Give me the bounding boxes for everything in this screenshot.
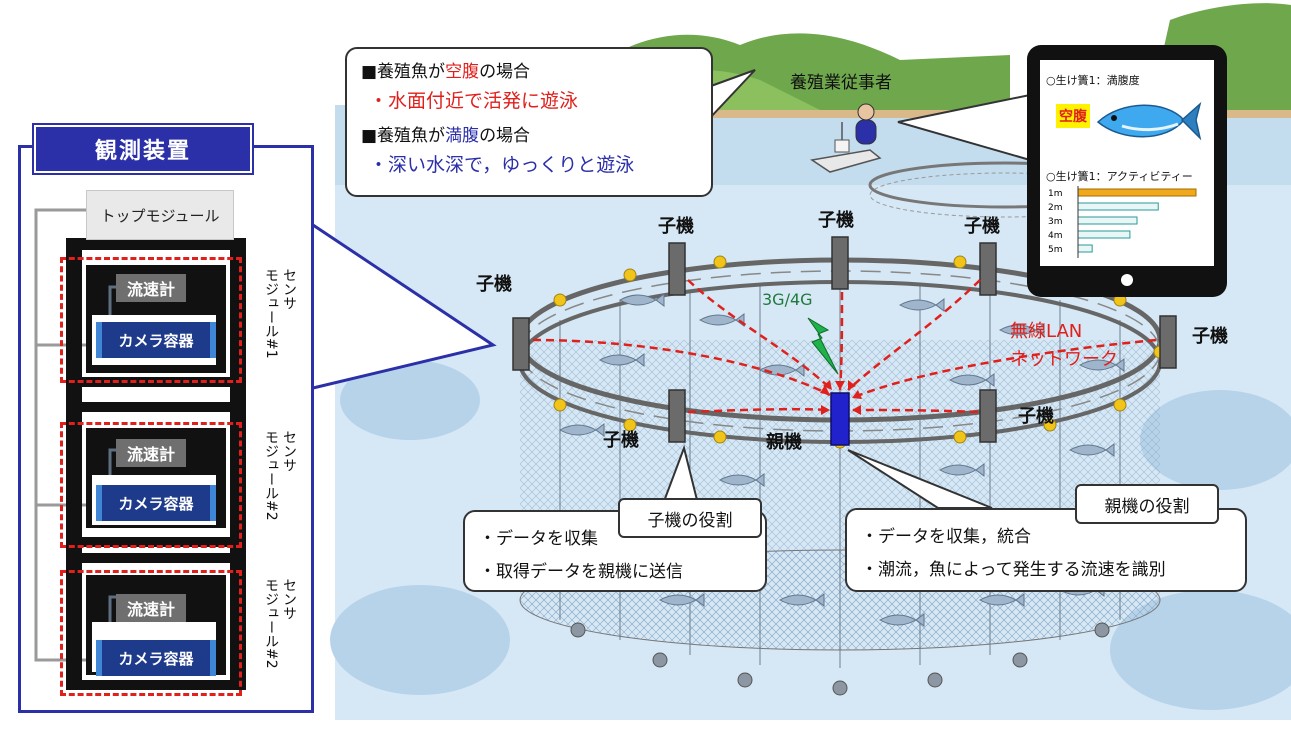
parent-role-bubble: ・データを収集，統合 ・潮流，魚によって発生する流速を識別 bbox=[845, 508, 1247, 592]
hungry-heading: ■養殖魚が空腹の場合 bbox=[361, 62, 531, 82]
activity-bar bbox=[1077, 244, 1093, 253]
child-node-label: 子機 bbox=[818, 210, 854, 231]
activity-bar bbox=[1077, 230, 1131, 239]
sensor-module-label: センサモジュール#1 bbox=[263, 268, 297, 359]
cellular-label: 3G/4G bbox=[762, 290, 813, 309]
depth-label: 1m bbox=[1048, 189, 1063, 199]
activity-bar bbox=[1077, 216, 1138, 225]
fish-icon bbox=[1096, 101, 1202, 141]
flow-meter-label: 流速計 bbox=[116, 274, 186, 302]
child-role-bubble: ・データを収集 ・取得データを親機に送信 bbox=[463, 510, 767, 592]
parent-node-label: 親機 bbox=[766, 432, 802, 453]
child-node-label: 子機 bbox=[1018, 406, 1054, 427]
camera-container-label: カメラ容器 bbox=[96, 322, 216, 358]
child-node-label: 子機 bbox=[1192, 326, 1228, 347]
worker-label: 養殖業従事者 bbox=[790, 73, 892, 93]
hungry-behavior: ・水面付近で活発に遊泳 bbox=[369, 90, 579, 112]
activity-chart: 1m 2m 3m 4m 5m bbox=[1048, 186, 1197, 258]
tablet-title-activity: ○生け簀1：アクティビティー bbox=[1046, 170, 1193, 183]
lightning-icon bbox=[807, 317, 839, 375]
panel-title: 観測装置 bbox=[34, 125, 252, 173]
tablet-title-satiety: ○生け簀1：満腹度 bbox=[1046, 74, 1140, 87]
parent-role-item: ・潮流，魚によって発生する流速を識別 bbox=[861, 560, 1166, 580]
depth-label: 3m bbox=[1048, 217, 1063, 227]
sensor-module-2 bbox=[60, 422, 242, 548]
wireless-lan-label: 無線LAN ネットワーク bbox=[1010, 321, 1118, 370]
child-role-item: ・取得データを親機に送信 bbox=[479, 562, 683, 582]
depth-label: 5m bbox=[1048, 245, 1063, 255]
tablet-status: 空腹 bbox=[1056, 104, 1090, 128]
child-role-title: 子機の役割 bbox=[618, 498, 762, 538]
top-module: トップモジュール bbox=[86, 190, 234, 240]
sensor-module-3 bbox=[60, 570, 242, 696]
depth-label: 2m bbox=[1048, 203, 1063, 213]
flow-meter-label: 流速計 bbox=[116, 594, 186, 622]
activity-bar bbox=[1077, 202, 1159, 211]
child-node-label: 子機 bbox=[658, 216, 694, 237]
boat-icon bbox=[810, 122, 882, 173]
worker-icon bbox=[855, 103, 877, 145]
child-node-label: 子機 bbox=[964, 216, 1000, 237]
camera-container-label: カメラ容器 bbox=[96, 640, 216, 676]
fish-behavior-bubble: ■養殖魚が空腹の場合 ・水面付近で活発に遊泳 ■養殖魚が満腹の場合 ・深い水深で… bbox=[345, 47, 713, 197]
sensor-module-label: センサモジュール#2 bbox=[263, 578, 297, 669]
full-heading: ■養殖魚が満腹の場合 bbox=[361, 126, 531, 146]
child-node-shapes bbox=[512, 236, 1177, 443]
flow-meter-label: 流速計 bbox=[116, 439, 186, 467]
parent-role-item: ・データを収集，統合 bbox=[861, 527, 1031, 547]
parent-role-title: 親機の役割 bbox=[1075, 484, 1219, 524]
sensor-module-label: センサモジュール#2 bbox=[263, 430, 297, 521]
depth-label: 4m bbox=[1048, 231, 1063, 241]
child-node-label: 子機 bbox=[603, 430, 639, 451]
camera-container-label: カメラ容器 bbox=[96, 485, 216, 521]
child-role-item: ・データを収集 bbox=[479, 529, 598, 549]
tablet-home-button bbox=[1121, 274, 1133, 286]
activity-bar bbox=[1077, 188, 1197, 197]
child-node-label: 子機 bbox=[476, 274, 512, 295]
parent-node-shape bbox=[830, 392, 850, 446]
sensor-module-1 bbox=[60, 257, 242, 383]
full-behavior: ・深い水深で，ゆっくりと遊泳 bbox=[369, 154, 635, 176]
